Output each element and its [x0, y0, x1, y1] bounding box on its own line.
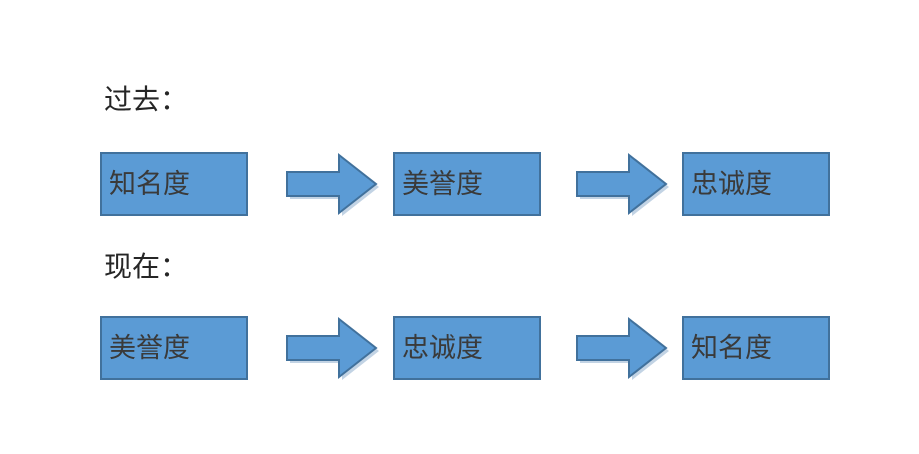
flow-box-label: 忠诚度 — [402, 332, 483, 364]
flow-box-past-2[interactable]: 美誉度 — [393, 152, 541, 216]
arrow-right-icon — [573, 152, 669, 216]
row-label-present: 现在： — [104, 250, 189, 283]
flow-box-label: 美誉度 — [109, 332, 190, 364]
flow-box-label: 知名度 — [109, 168, 190, 200]
arrow-right-icon — [573, 316, 669, 380]
arrow-right-icon — [283, 316, 379, 380]
flow-box-label: 知名度 — [691, 332, 772, 364]
arrow-right-icon — [283, 152, 379, 216]
flow-box-present-3[interactable]: 知名度 — [682, 316, 830, 380]
flow-box-present-2[interactable]: 忠诚度 — [393, 316, 541, 380]
flow-box-present-1[interactable]: 美誉度 — [100, 316, 248, 380]
row-label-past: 过去： — [104, 83, 189, 116]
flow-box-label: 忠诚度 — [691, 168, 772, 200]
flow-box-past-3[interactable]: 忠诚度 — [682, 152, 830, 216]
flow-box-label: 美誉度 — [402, 168, 483, 200]
flow-box-past-1[interactable]: 知名度 — [100, 152, 248, 216]
